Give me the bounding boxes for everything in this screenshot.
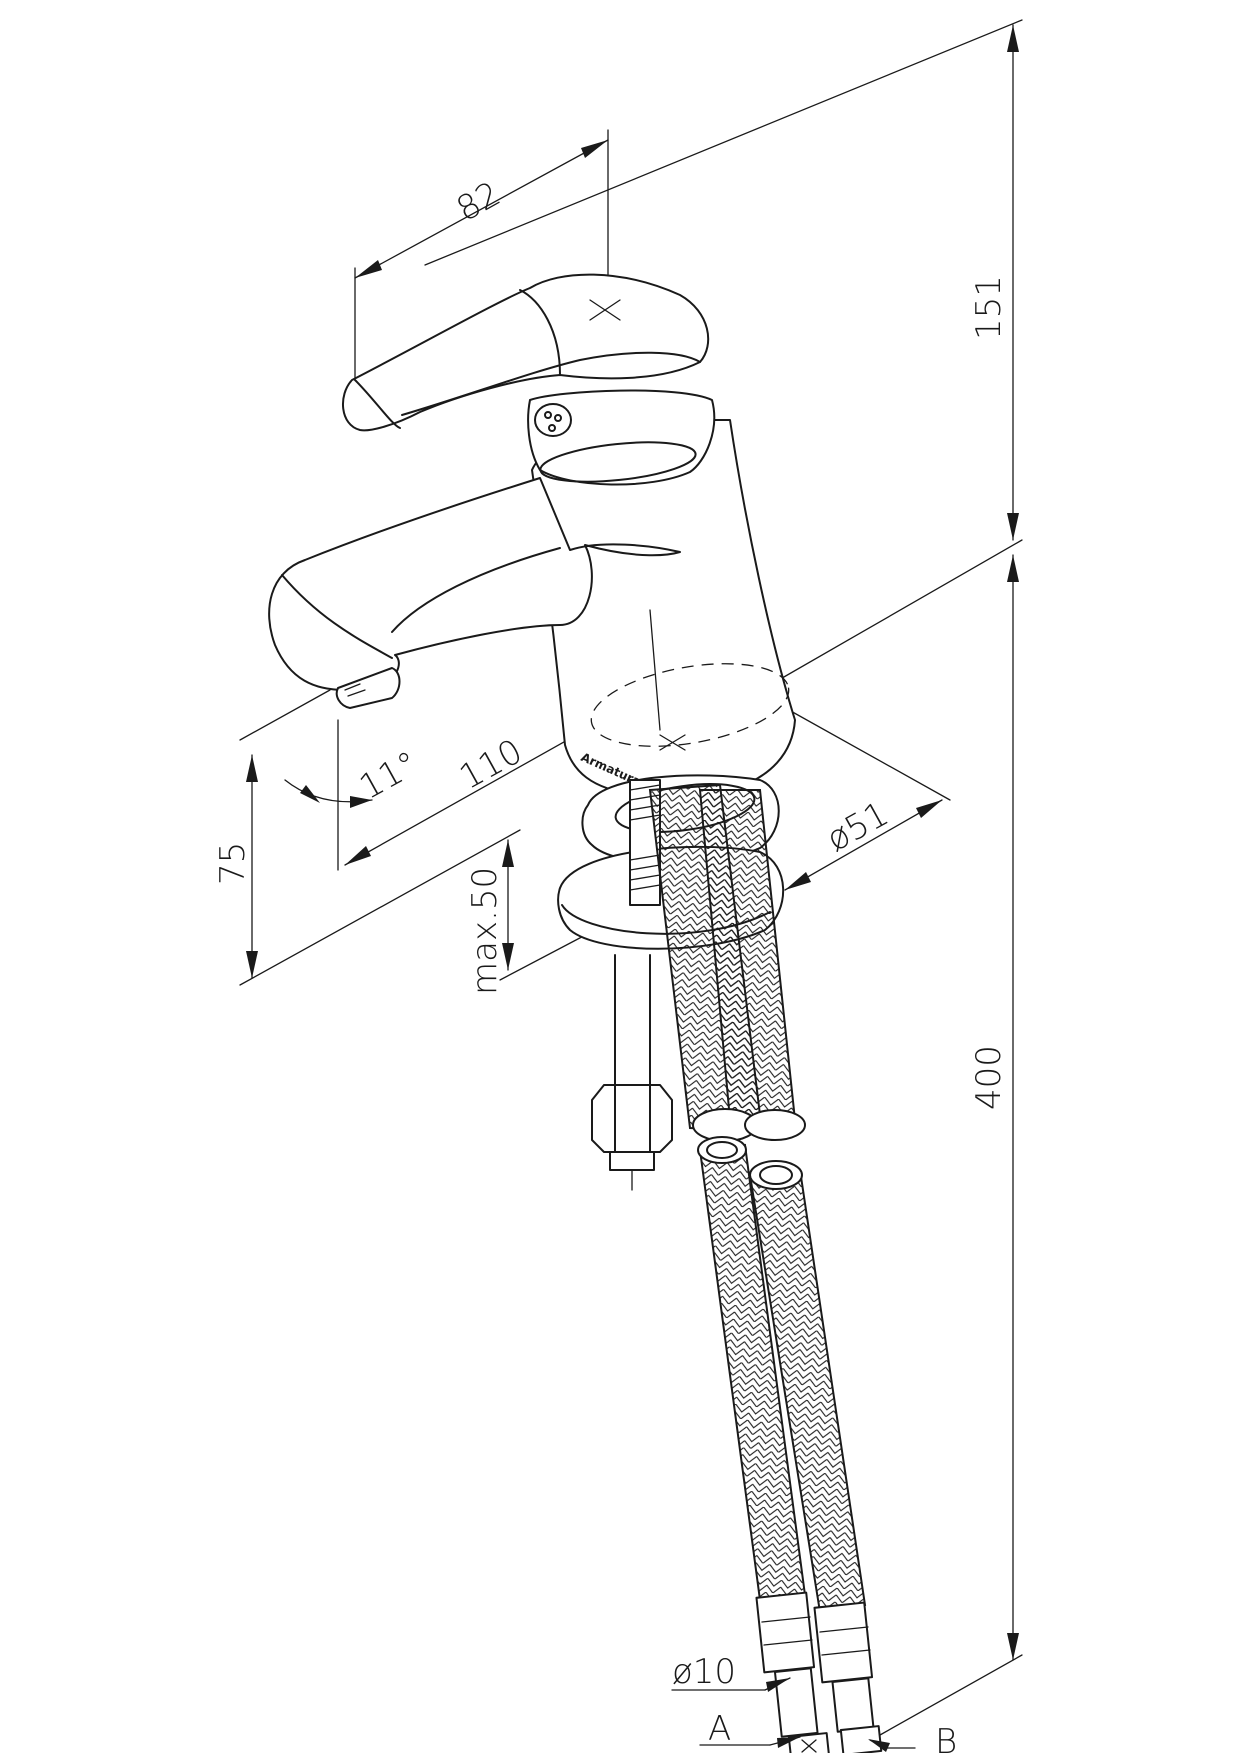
connection-label-a: A: [708, 1709, 731, 1749]
dimension-82: 82: [354, 139, 609, 279]
spout: [268, 477, 681, 709]
extension-lines: [239, 19, 1023, 1736]
dim-label-75: 75: [213, 842, 253, 885]
connection-a: A: [699, 1709, 801, 1749]
dim-label-151: 151: [969, 275, 1009, 340]
connection-label-b: B: [935, 1722, 957, 1753]
upper-hoses: [648, 783, 806, 1142]
dimension-75: 75: [213, 754, 258, 979]
dim-label-11deg: 11°: [353, 744, 425, 808]
faucet-body: Armatura: [531, 419, 796, 799]
dim-label-dia51: ø51: [820, 794, 895, 860]
dimension-11deg: 11°: [284, 744, 425, 808]
dim-label-400: 400: [969, 1045, 1009, 1110]
dim-label-dia10: ø10: [672, 1652, 736, 1692]
dimension-dia10: ø10: [671, 1652, 791, 1692]
dim-label-110: 110: [453, 731, 529, 797]
dimension-dia51: ø51: [784, 794, 943, 891]
dimension-max50: max.50: [465, 839, 514, 995]
dimension-400: 400: [969, 554, 1019, 1661]
lower-hoses: [697, 1136, 867, 1614]
dimension-151: 151: [969, 24, 1019, 541]
lever-handle: [341, 273, 716, 486]
connection-b: B: [868, 1722, 957, 1753]
dim-label-max50: max.50: [465, 867, 505, 995]
hose-fitting-a: [755, 1591, 831, 1753]
hose-fitting-b: [813, 1601, 883, 1753]
